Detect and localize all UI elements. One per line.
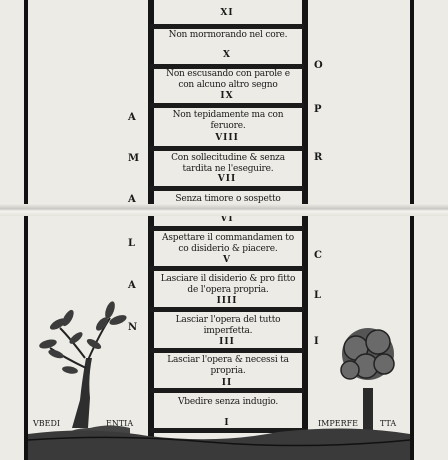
- caption-right: IMPERFE: [318, 419, 358, 428]
- side-letter-right: P: [314, 104, 322, 115]
- ladder-rung: [150, 146, 304, 151]
- side-letter-right: O: [314, 60, 323, 71]
- step-text: Non mormorando nel core.: [168, 30, 288, 40]
- step-text: Aspettare il commandamen to co disiderio…: [162, 233, 294, 254]
- side-letter-left: L: [128, 238, 136, 249]
- ladder-left-rail: [148, 0, 154, 450]
- step-numeral: VIII: [215, 133, 239, 143]
- step-numeral: VI: [220, 214, 234, 224]
- side-letter-left: A: [128, 112, 136, 123]
- step-text: Lasciare il disiderio & pro fitto de l'o…: [160, 274, 296, 295]
- step-numeral: XI: [220, 8, 234, 18]
- step-numeral: V: [223, 255, 231, 265]
- side-letter-left: M: [128, 153, 140, 164]
- left-border: [24, 0, 28, 460]
- side-letter-right: C: [314, 250, 322, 261]
- step-text: Non tepidamente ma con feruore.: [172, 110, 284, 131]
- step-numeral: I: [224, 418, 230, 428]
- right-border: [410, 0, 414, 460]
- step-numeral: III: [219, 337, 235, 347]
- side-letter-left: A: [128, 194, 136, 205]
- side-letter-right: L: [314, 290, 322, 301]
- step-text: Senza timore o sospetto: [175, 194, 281, 204]
- step-numeral: VII: [217, 174, 237, 184]
- ladder-right-rail: [302, 0, 308, 450]
- side-letter-left: N: [128, 322, 138, 333]
- step-text: Lasciar l'opera del tutto imperfetta.: [175, 315, 281, 336]
- right-tree-illustration: [340, 328, 395, 436]
- step-numeral: X: [223, 50, 231, 60]
- caption-left: VBEDI: [33, 419, 61, 428]
- side-letter-right: R: [314, 152, 323, 163]
- paper-fold: [0, 204, 448, 216]
- ladder-rung: [150, 103, 304, 108]
- caption-left-2: ENTIA: [106, 419, 134, 428]
- ladder-rung: [150, 388, 304, 393]
- ladder-rung: [150, 266, 304, 271]
- step-text: Non escusando con parole e con alcuno al…: [166, 69, 290, 90]
- step-numeral: IX: [220, 91, 234, 101]
- side-letter-right: I: [314, 336, 319, 347]
- side-letter-left: A: [128, 280, 136, 291]
- caption-right-2: TTA: [380, 419, 397, 428]
- ladder-rung: [150, 186, 304, 191]
- step-numeral: IIII: [216, 296, 238, 306]
- step-numeral: II: [221, 378, 233, 388]
- step-text: Con sollecitudine & senza tardita ne l'e…: [171, 153, 285, 174]
- ladder-rung: [150, 307, 304, 312]
- left-tree-illustration: [39, 301, 130, 438]
- ladder-rung: [150, 64, 304, 69]
- ladder-rung: [150, 226, 304, 231]
- ladder-rung: [150, 348, 304, 353]
- step-text: Vbedire senza indugio.: [177, 397, 279, 407]
- ladder-rung: [150, 428, 304, 433]
- ground: [28, 428, 410, 460]
- ladder-rung: [150, 24, 304, 29]
- step-text: Lasciar l'opera & necessi ta propria.: [167, 355, 289, 376]
